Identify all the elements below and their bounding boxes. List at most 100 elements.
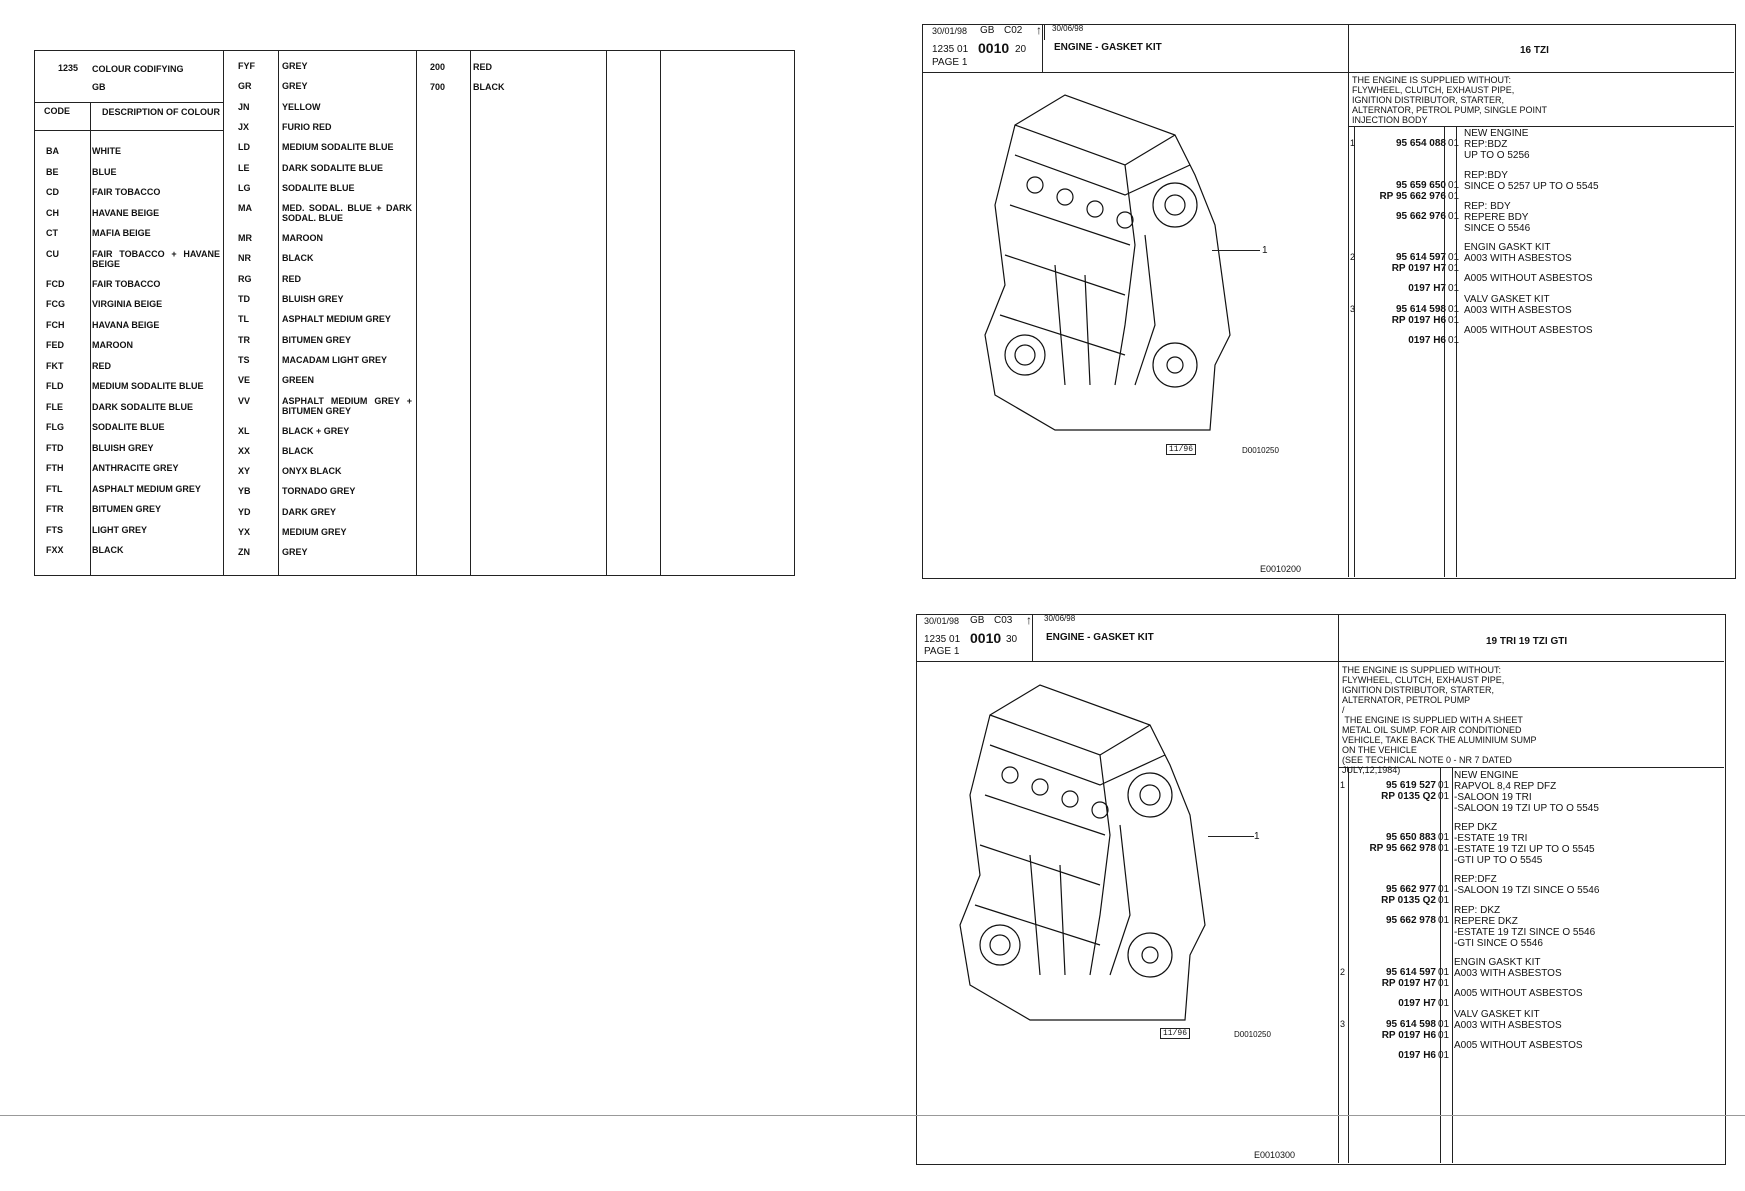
colour-description: MEDIUM SODALITE BLUE (92, 381, 204, 391)
sheet1-engine-drawing (984, 94, 1231, 431)
colour-code: FCH (46, 319, 65, 330)
part-number: 95 662 976 (1395, 210, 1446, 222)
part-description: REP DKZ -ESTATE 19 TRI -ESTATE 19 TZI UP… (1454, 822, 1595, 866)
part-number: 0197 H7 (1398, 998, 1436, 1009)
sheet2-note: THE ENGINE IS SUPPLIED WITHOUT: FLYWHEEL… (1342, 665, 1537, 775)
colour-code: FTD (46, 442, 64, 453)
colour-code: BE (46, 166, 59, 177)
part-description: ENGIN GASKT KIT A003 WITH ASBESTOS (1464, 242, 1572, 264)
divider (470, 50, 471, 575)
sheet2-ref-suffix: 30 (1006, 634, 1018, 645)
parts-sheet-1 (922, 24, 1736, 579)
part-quantity: 01 (1448, 334, 1460, 346)
sheet2-draw-ref: D0010250 (1234, 1030, 1271, 1039)
colour-description: BLUISH GREY (282, 294, 344, 304)
colour-code: FCG (46, 299, 65, 309)
colour-description: MAFIA BEIGE (92, 228, 151, 238)
sheet1-draw-ref: D0010250 (1242, 446, 1279, 455)
sheet1-sheet-code: C02 (1004, 25, 1023, 36)
sheet1-ref-prefix: 1235 01 (932, 44, 969, 55)
colour-code: FTH (46, 463, 64, 473)
part-number: 95 659 650 RP 95 662 976 (1379, 179, 1446, 202)
desc-header: DESCRIPTION OF COLOUR (102, 107, 221, 117)
divider (660, 50, 661, 575)
colour-code: MA (238, 203, 252, 214)
colour-code: LE (238, 162, 250, 173)
colour-description: FAIR TOBACCO + HAVANE BEIGE (92, 248, 220, 269)
part-description: ENGIN GASKT KIT A003 WITH ASBESTOS (1454, 957, 1562, 979)
callout-line (1208, 836, 1254, 837)
sheet2-arrow-icon: ↑ (1026, 613, 1032, 627)
sheet1-callout: 1 (1262, 245, 1268, 256)
part-quantity: 01 (1448, 138, 1460, 149)
colour-description: YELLOW (282, 101, 321, 112)
divider (34, 102, 223, 103)
sheet2-ref-main: 0010 (970, 630, 1002, 646)
part-number: 0197 H7 (1408, 283, 1446, 294)
divider (1452, 767, 1453, 1163)
colour-code: FED (46, 340, 64, 350)
colour-code: 200 (430, 62, 446, 72)
part-description: A005 WITHOUT ASBESTOS (1454, 988, 1583, 999)
sheet2-draw-date: 11/96 (1160, 1028, 1191, 1039)
colour-description: GREY (282, 81, 308, 92)
divider (1338, 767, 1724, 768)
sheet2-model: 19 TRI 19 TZI GTI (1486, 636, 1568, 647)
part-quantity: 01 01 (1438, 884, 1450, 906)
colour-code: TD (238, 294, 250, 304)
colour-code: XY (238, 466, 251, 477)
parts-sheet-2 (916, 614, 1726, 1165)
colour-description: DARK SODALITE BLUE (92, 401, 193, 412)
colour-code: 700 (430, 82, 446, 92)
sheet1-date1: 30/01/98 (932, 26, 968, 36)
sheet2-callout: 1 (1254, 831, 1260, 842)
colour-description: FURIO RED (282, 121, 332, 132)
part-description: REP: DKZ REPERE DKZ -ESTATE 19 TZI SINCE… (1454, 905, 1596, 949)
sheet1-ref-main: 0010 (978, 40, 1010, 56)
colour-description: MAROON (92, 340, 133, 350)
part-quantity: 01 (1438, 915, 1450, 926)
part-quantity: 01 (1448, 210, 1460, 222)
part-quantity: 01 (1438, 1049, 1450, 1061)
colour-description: BLACK (282, 253, 314, 264)
part-quantity: 01 (1438, 998, 1450, 1009)
part-quantity: 01 01 (1448, 252, 1460, 274)
part-quantity: 01 01 (1438, 832, 1450, 854)
colour-code: FXX (46, 545, 64, 555)
divider (1338, 614, 1339, 1163)
colour-code: TR (238, 334, 250, 345)
colour-code: FLE (46, 401, 63, 412)
colour-code: FCD (46, 278, 65, 289)
colour-description: ONYX BLACK (282, 466, 342, 477)
sheet1-arrow-icon: ↑ (1036, 23, 1042, 37)
colour-description: BITUMEN GREY (282, 334, 352, 345)
colour-description: MEDIUM SODALITE BLUE (282, 142, 394, 153)
colour-code: FTS (46, 524, 63, 535)
part-item-number: 1 (1350, 138, 1356, 148)
divider (223, 50, 224, 575)
divider (1044, 24, 1045, 40)
colour-description: RED (282, 273, 302, 284)
part-quantity: 01 01 (1448, 179, 1460, 202)
part-quantity: 01 01 (1438, 967, 1450, 989)
colour-code: TL (238, 314, 249, 325)
sheet2-country: GB (970, 615, 985, 626)
divider (1440, 767, 1441, 1163)
colour-description: DARK GREY (282, 506, 337, 517)
divider (90, 102, 91, 575)
part-description: A005 WITHOUT ASBESTOS (1464, 273, 1593, 284)
part-item-number: 1 (1340, 780, 1346, 790)
sheet1-title: ENGINE - GASKET KIT (1054, 42, 1162, 53)
colour-description: BLACK + GREY (282, 425, 350, 436)
colour-description: GREY (282, 547, 308, 558)
part-quantity: 01 01 (1448, 303, 1460, 326)
sheet2-date2: 30/06/98 (1044, 614, 1076, 623)
sheet1-plate-ref: E0010200 (1260, 564, 1302, 574)
part-number: 95 614 598 RP 0197 H6 (1381, 1018, 1436, 1041)
part-number: 0197 H6 (1408, 334, 1446, 346)
colour-code: VE (238, 375, 251, 386)
divider (1456, 126, 1457, 577)
colour-description: BLUISH GREY (92, 442, 154, 453)
sheet1-country: GB (980, 25, 995, 36)
colour-description: RED (92, 360, 112, 371)
